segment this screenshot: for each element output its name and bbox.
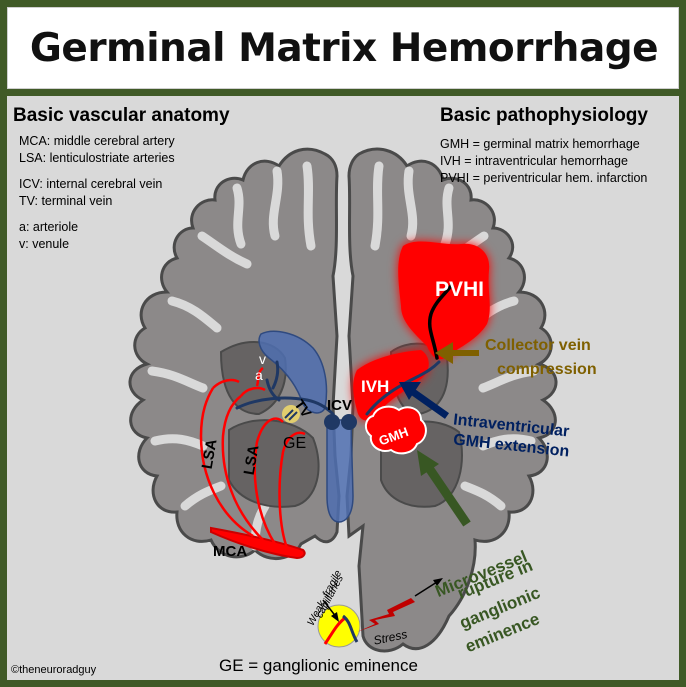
weak-pointer-head [331,612,339,622]
ge-blob [282,405,300,423]
page-title: Germinal Matrix Hemorrhage [29,26,659,71]
anatomy-line: a: arteriole [19,220,78,234]
inset-vessel-blue [342,614,359,643]
collector-vein [427,284,453,360]
pathophysiology-line: IVH = intraventricular hemorrhage [440,154,628,168]
pvhi-label: PVHI [435,278,484,301]
anatomy-heading: Basic vascular anatomy [13,105,230,126]
title-box: Germinal Matrix Hemorrhage [7,7,679,89]
credit: ©theneuroradguy [11,664,97,676]
collector-label: Collector vein [485,337,591,354]
anatomy-line: TV: terminal vein [19,194,112,208]
pathophysiology-line: PVHI = periventricular hem. infarction [440,171,647,185]
icv-label: ICV [327,397,352,414]
diagram-panel: Basic vascular anatomy MCA: middle cereb… [7,96,679,680]
mca-label: MCA [213,543,247,560]
icv-left-circle [324,414,340,430]
pathophysiology-heading: Basic pathophysiology [440,105,648,126]
diagram-svg: Basic vascular anatomy MCA: middle cereb… [11,105,648,676]
ge-label: GE [283,435,306,452]
lsa-vessels [199,366,306,549]
ge-capillary [284,409,298,421]
lsa-right-label: LSA [241,444,263,477]
left-lateral-ventricle [258,330,328,414]
icv-right-circle [341,414,357,430]
ivh-lesion [353,350,429,421]
extension-arrow [399,382,450,419]
anatomy-line: MCA: middle cerebral artery [19,134,175,148]
stress-bolt-icon [357,598,415,632]
gmh-lesion [365,405,427,455]
microvessel-arrow [417,450,471,527]
stress-label: Stress [372,627,408,648]
inset-vessel-red [323,616,346,645]
anatomy-line: ICV: internal cerebral vein [19,177,162,191]
collector-arrow [435,342,479,364]
microvessel-pointer-head [433,578,443,586]
anatomy-line: v: venule [19,237,69,251]
anatomy-line: LSA: lenticulostriate arteries [19,151,175,165]
veins [235,360,441,416]
ivh-label: IVH [361,377,389,396]
third-ventricle [326,419,354,523]
left-lentiform [228,419,320,508]
pathophysiology-line: GMH = germinal matrix hemorrhage [440,137,640,151]
collector-label: compression [497,361,597,378]
lsa-left-label: LSA [199,438,221,471]
v-label: v [259,351,266,367]
mca-vessel [210,526,306,560]
a-label: a [255,367,263,383]
microvessel-pointer [414,581,438,597]
ge-definition: GE = ganglionic eminence [219,656,418,675]
pvhi-lesion [398,241,490,360]
